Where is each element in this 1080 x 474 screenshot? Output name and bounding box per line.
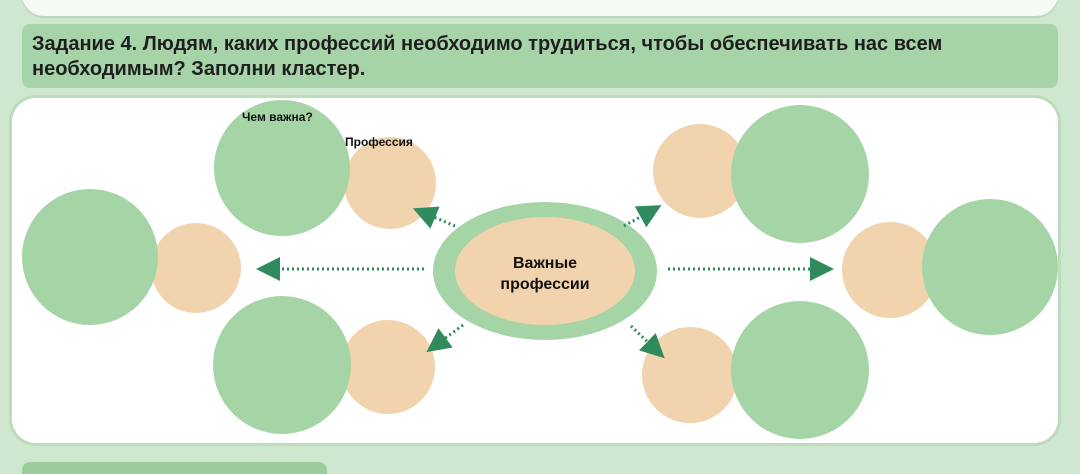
next-card-edge <box>22 462 327 474</box>
profession-circle-top-right[interactable] <box>653 124 747 218</box>
importance-circle-bottom-left[interactable] <box>213 296 351 434</box>
center-label-line2: профессии <box>500 276 589 293</box>
previous-card <box>22 0 1058 16</box>
importance-circle-top-left[interactable] <box>214 100 350 236</box>
task-header: Задание 4. Людям, каких профессий необхо… <box>22 24 1058 88</box>
label-importance: Чем важна? <box>242 110 313 124</box>
label-profession: Профессия <box>345 135 413 149</box>
task-text: Задание 4. Людям, каких профессий необхо… <box>32 33 943 80</box>
importance-circle-right[interactable] <box>922 199 1058 335</box>
importance-circle-bottom-right[interactable] <box>731 301 869 439</box>
arrow-top-left <box>412 206 456 229</box>
arrow-bottom-right <box>629 324 665 359</box>
profession-circle-left[interactable] <box>151 223 241 313</box>
profession-circle-bottom-left[interactable] <box>341 320 435 414</box>
arrow-bottom-left <box>426 323 464 353</box>
profession-circle-right[interactable] <box>842 222 938 318</box>
profession-circle-top-left[interactable] <box>344 137 436 229</box>
arrow-top-right <box>623 205 662 228</box>
importance-circle-left[interactable] <box>22 189 158 325</box>
importance-circle-top-right[interactable] <box>731 105 869 243</box>
profession-circle-bottom-right[interactable] <box>642 327 738 423</box>
center-ellipse-inner <box>455 217 635 325</box>
center-label-line1: Важные <box>513 255 577 272</box>
